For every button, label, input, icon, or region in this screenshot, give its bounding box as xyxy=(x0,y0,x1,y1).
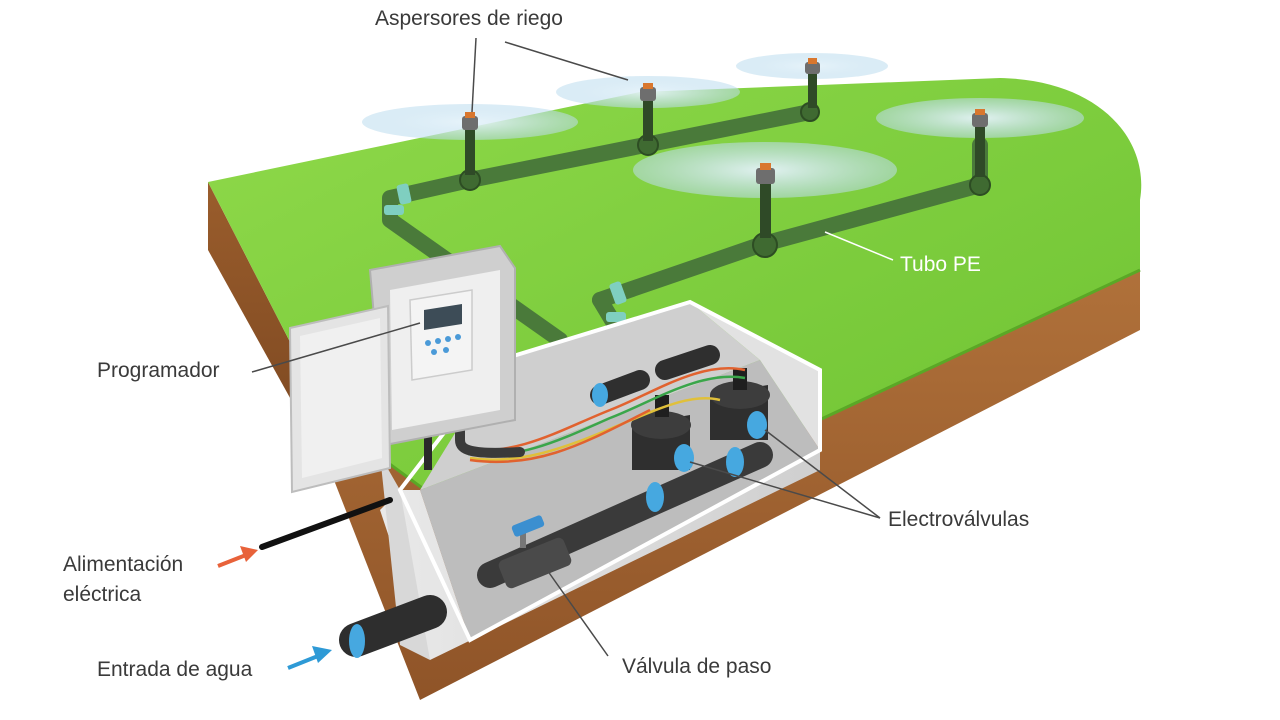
label-shutoff-valve: Válvula de paso xyxy=(622,655,772,678)
shutoff-valve xyxy=(498,515,572,589)
sprinkler xyxy=(876,98,1084,177)
label-sprinklers: Aspersores de riego xyxy=(375,7,563,30)
leader-valves-2 xyxy=(764,429,881,519)
programmer-buttons xyxy=(425,334,461,355)
leader-sprinklers xyxy=(504,41,629,81)
box-back-wall xyxy=(420,302,760,490)
pipe-joints xyxy=(384,183,627,322)
leader-sprinklers-2 xyxy=(471,37,477,113)
leader-controller xyxy=(251,322,421,373)
cabinet-door-inner xyxy=(300,318,382,478)
sprinklers xyxy=(362,53,1084,238)
valve-outlet-pipe xyxy=(655,345,720,380)
electrovalve xyxy=(631,395,694,472)
water-arrow xyxy=(287,646,332,670)
programmer-device xyxy=(409,289,473,381)
main-water-pipe xyxy=(339,442,773,658)
inlet-pipe xyxy=(339,595,447,657)
label-pipe: Tubo PE xyxy=(900,253,981,276)
label-electrovalves: Electroválvulas xyxy=(888,508,1030,531)
label-power-line1: Alimentación xyxy=(63,553,184,576)
label-controller: Programador xyxy=(97,359,220,382)
leader-pipe xyxy=(824,231,894,261)
box-right-wall xyxy=(690,302,820,450)
electrovalve xyxy=(710,368,770,440)
sprinkler xyxy=(736,53,888,108)
leader-lines xyxy=(251,37,894,657)
control-conduit xyxy=(455,385,525,458)
leader-shutoff xyxy=(539,559,609,657)
power-arrow xyxy=(217,546,258,568)
sprinkler xyxy=(633,142,897,238)
label-water-inlet: Entrada de agua xyxy=(97,658,253,681)
leader-valves-1 xyxy=(689,461,881,519)
controller-cabinet xyxy=(288,244,525,494)
power-cable xyxy=(259,497,393,550)
sprinkler xyxy=(362,104,578,175)
sprinkler xyxy=(556,76,740,141)
inlet-pipe-end xyxy=(349,624,365,658)
pipe-connectors xyxy=(646,447,744,512)
electrovalves xyxy=(590,345,770,472)
label-power-line2: eléctrica xyxy=(63,583,142,606)
programmer-display xyxy=(424,304,462,330)
label-power-supply: Alimentación eléctrica xyxy=(63,550,183,610)
